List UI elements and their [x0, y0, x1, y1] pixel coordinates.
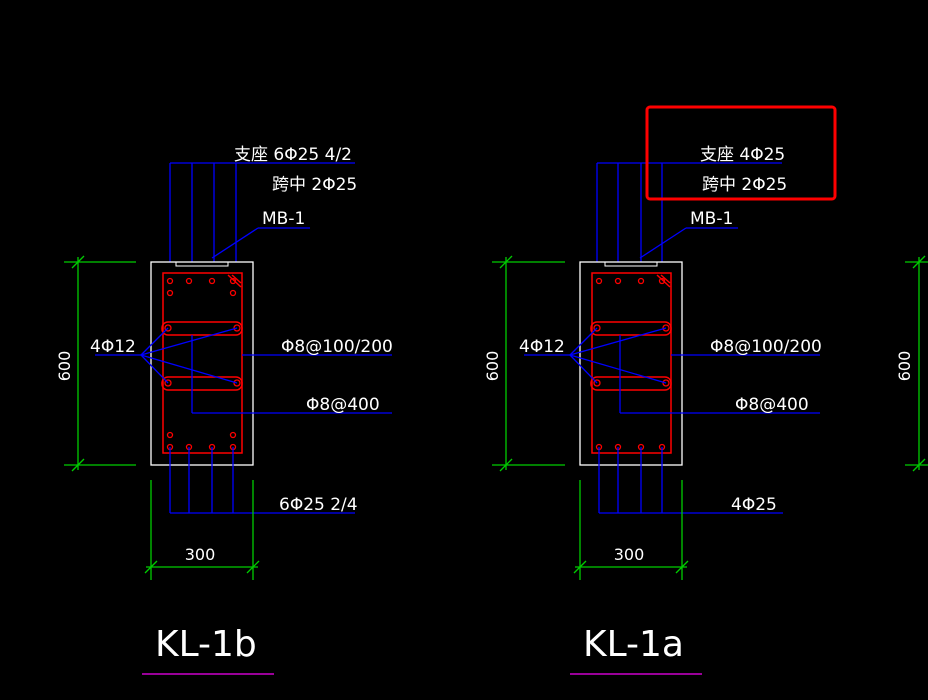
top-rebar-leaders: [169, 162, 355, 262]
side-rebar-leader: [95, 327, 238, 384]
side-rebar-leader: [524, 327, 667, 384]
height-dimension: [64, 255, 136, 472]
top-rebar-leaders: [596, 162, 782, 262]
tie-bar-label: Φ8@400: [306, 395, 380, 415]
stirrup: [590, 272, 672, 454]
rebar-dots: [593, 277, 670, 451]
stirrup-label: Φ8@100/200: [281, 337, 393, 357]
width-dimension-label: 300: [185, 545, 216, 564]
bottom-rebar-label: 6Φ25 2/4: [279, 495, 358, 515]
tie-bar-leader: [191, 335, 392, 414]
bottom-rebar-label: 4Φ25: [731, 495, 777, 515]
side-rebar-label: 4Φ12: [90, 337, 136, 357]
height-dimension-label: 600: [483, 351, 502, 382]
height-dimension-label: 600: [895, 351, 914, 382]
top-rebar-midspan-label: 跨中 2Φ25: [702, 175, 787, 195]
slab-leader: [639, 227, 738, 259]
slab-label: MB-1: [262, 209, 305, 229]
section-title: KL-1a: [583, 624, 684, 665]
tie-bar-leader: [619, 335, 820, 414]
side-rebar-label: 4Φ12: [519, 337, 565, 357]
beam-outline: [150, 261, 254, 466]
bottom-rebar-leaders: [169, 447, 355, 514]
slab-leader: [211, 227, 310, 259]
beam-section-kl-1a: 支座 4Φ25 跨中 2Φ25 MB-1: [483, 105, 837, 675]
beam-section-partial-right: 600: [895, 255, 928, 472]
stirrup-label: Φ8@100/200: [710, 337, 822, 357]
section-title: KL-1b: [155, 624, 257, 665]
width-dimension: [573, 480, 689, 580]
beam-section-kl-1b: 支座 6Φ25 4/2 跨中 2Φ25 MB-1: [55, 145, 393, 675]
tie-bar-label: Φ8@400: [735, 395, 809, 415]
bottom-rebar-leaders: [598, 447, 783, 514]
slab-strip: [604, 261, 658, 267]
top-rebar-support-label: 支座 6Φ25 4/2: [234, 145, 352, 165]
slab-label: MB-1: [690, 209, 733, 229]
width-dimension: [144, 480, 260, 580]
beam-outline: [579, 261, 683, 466]
highlight-box: [645, 105, 837, 201]
height-dimension: [905, 255, 928, 472]
slab-strip: [175, 261, 229, 267]
height-dimension: [492, 255, 565, 472]
top-rebar-midspan-label: 跨中 2Φ25: [272, 175, 357, 195]
width-dimension-label: 300: [614, 545, 645, 564]
height-dimension-label: 600: [55, 351, 74, 382]
stirrup: [161, 272, 243, 454]
top-rebar-support-label: 支座 4Φ25: [700, 145, 785, 165]
rebar-dots: [164, 277, 241, 451]
